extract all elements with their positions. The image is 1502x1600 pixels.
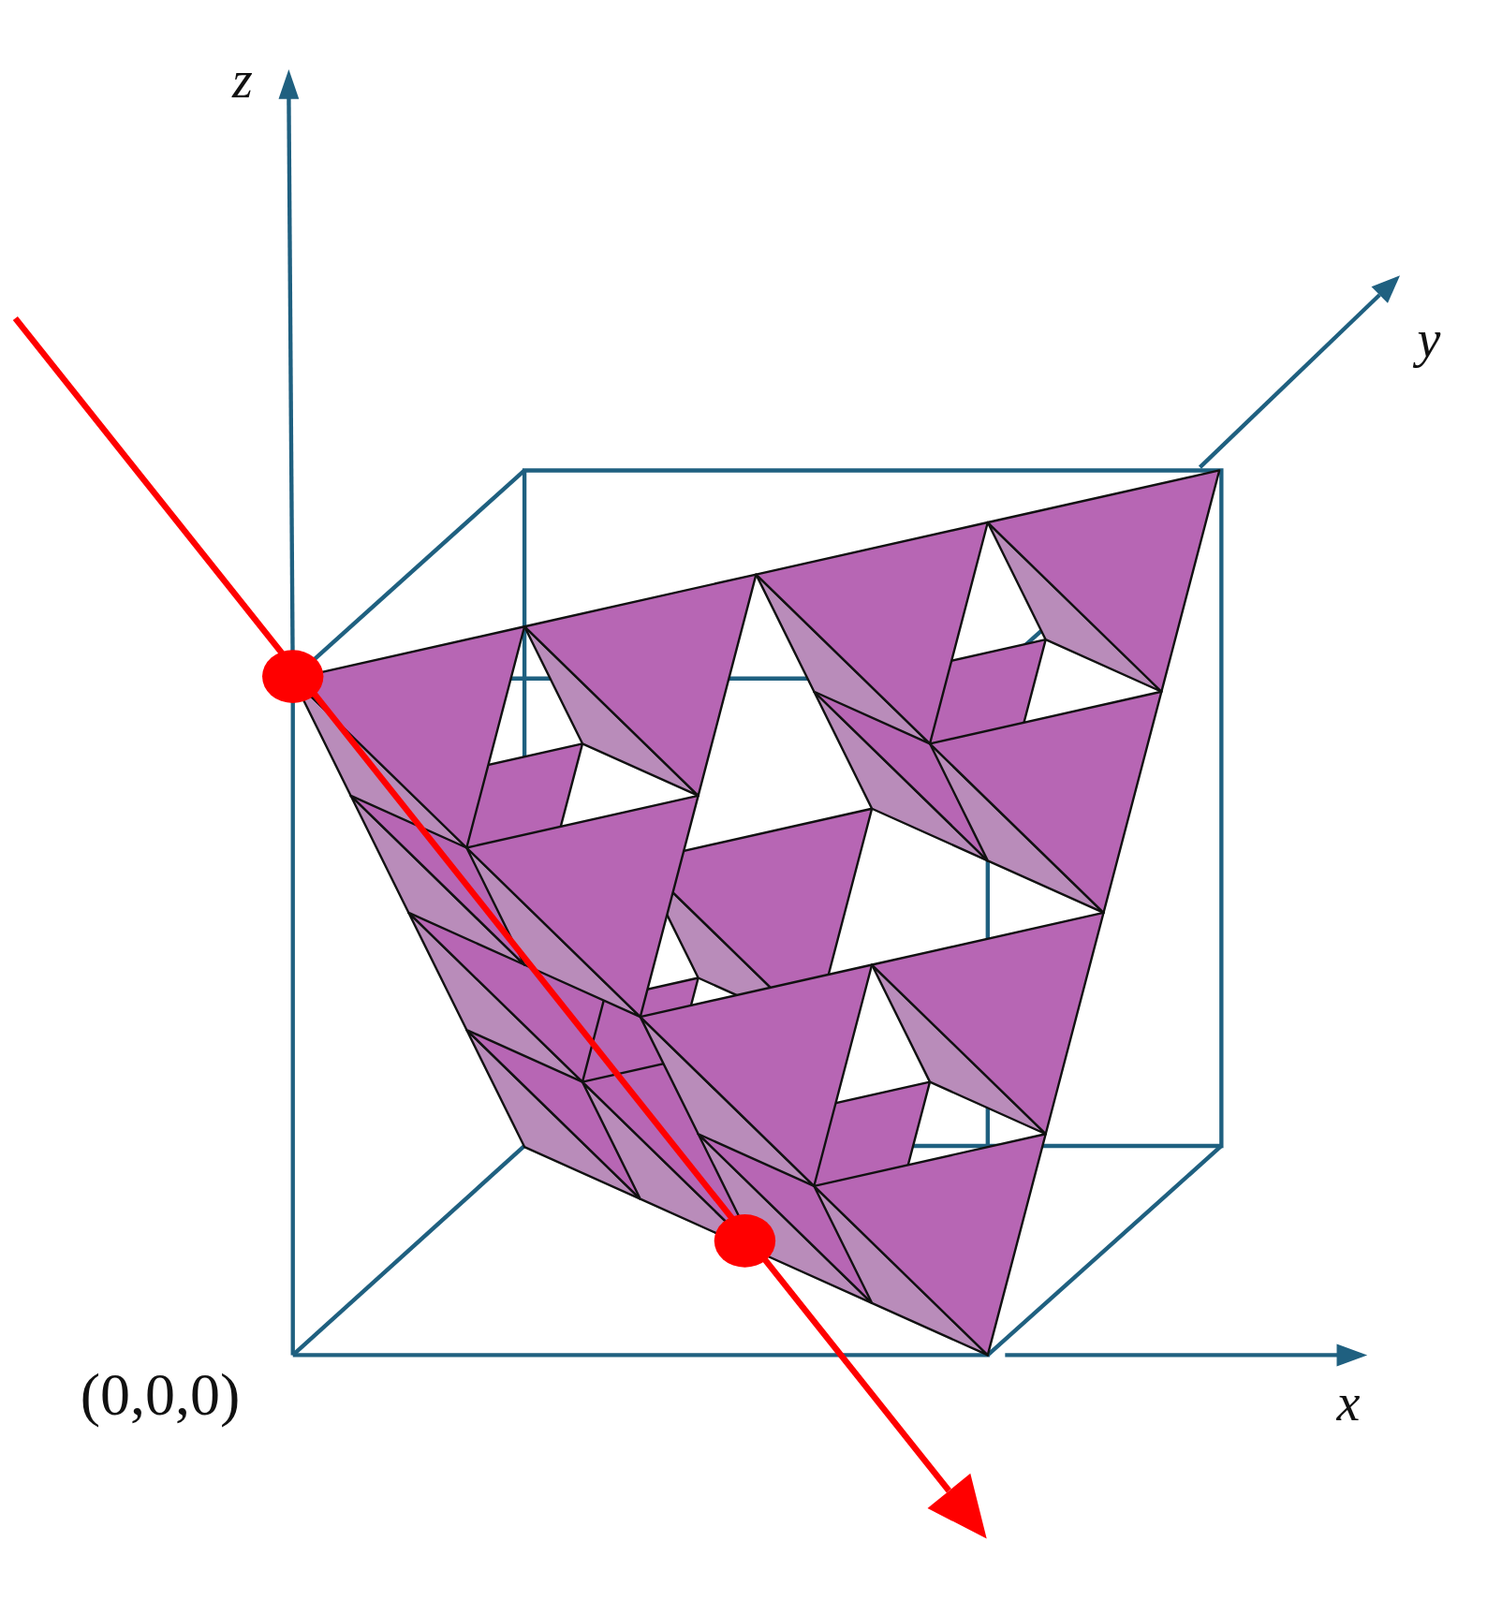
sierpinski-tetrahedron bbox=[293, 470, 1220, 1355]
axis-label: x bbox=[1337, 1376, 1361, 1429]
tetra-face bbox=[640, 965, 872, 1187]
tetra-face bbox=[524, 574, 756, 796]
axis-label: y bbox=[1417, 312, 1442, 366]
tetra-face bbox=[813, 1133, 1046, 1355]
red-ray bbox=[14, 318, 987, 1540]
tetra-face bbox=[987, 470, 1220, 692]
tetra-face bbox=[755, 522, 987, 744]
tetra-face bbox=[929, 692, 1162, 913]
cube-and-axes bbox=[278, 69, 1400, 1367]
axis-label: z bbox=[232, 53, 253, 106]
tetra-face bbox=[466, 795, 698, 1017]
origin-label: (0,0,0) bbox=[80, 1365, 241, 1426]
tetra-face bbox=[871, 912, 1104, 1134]
